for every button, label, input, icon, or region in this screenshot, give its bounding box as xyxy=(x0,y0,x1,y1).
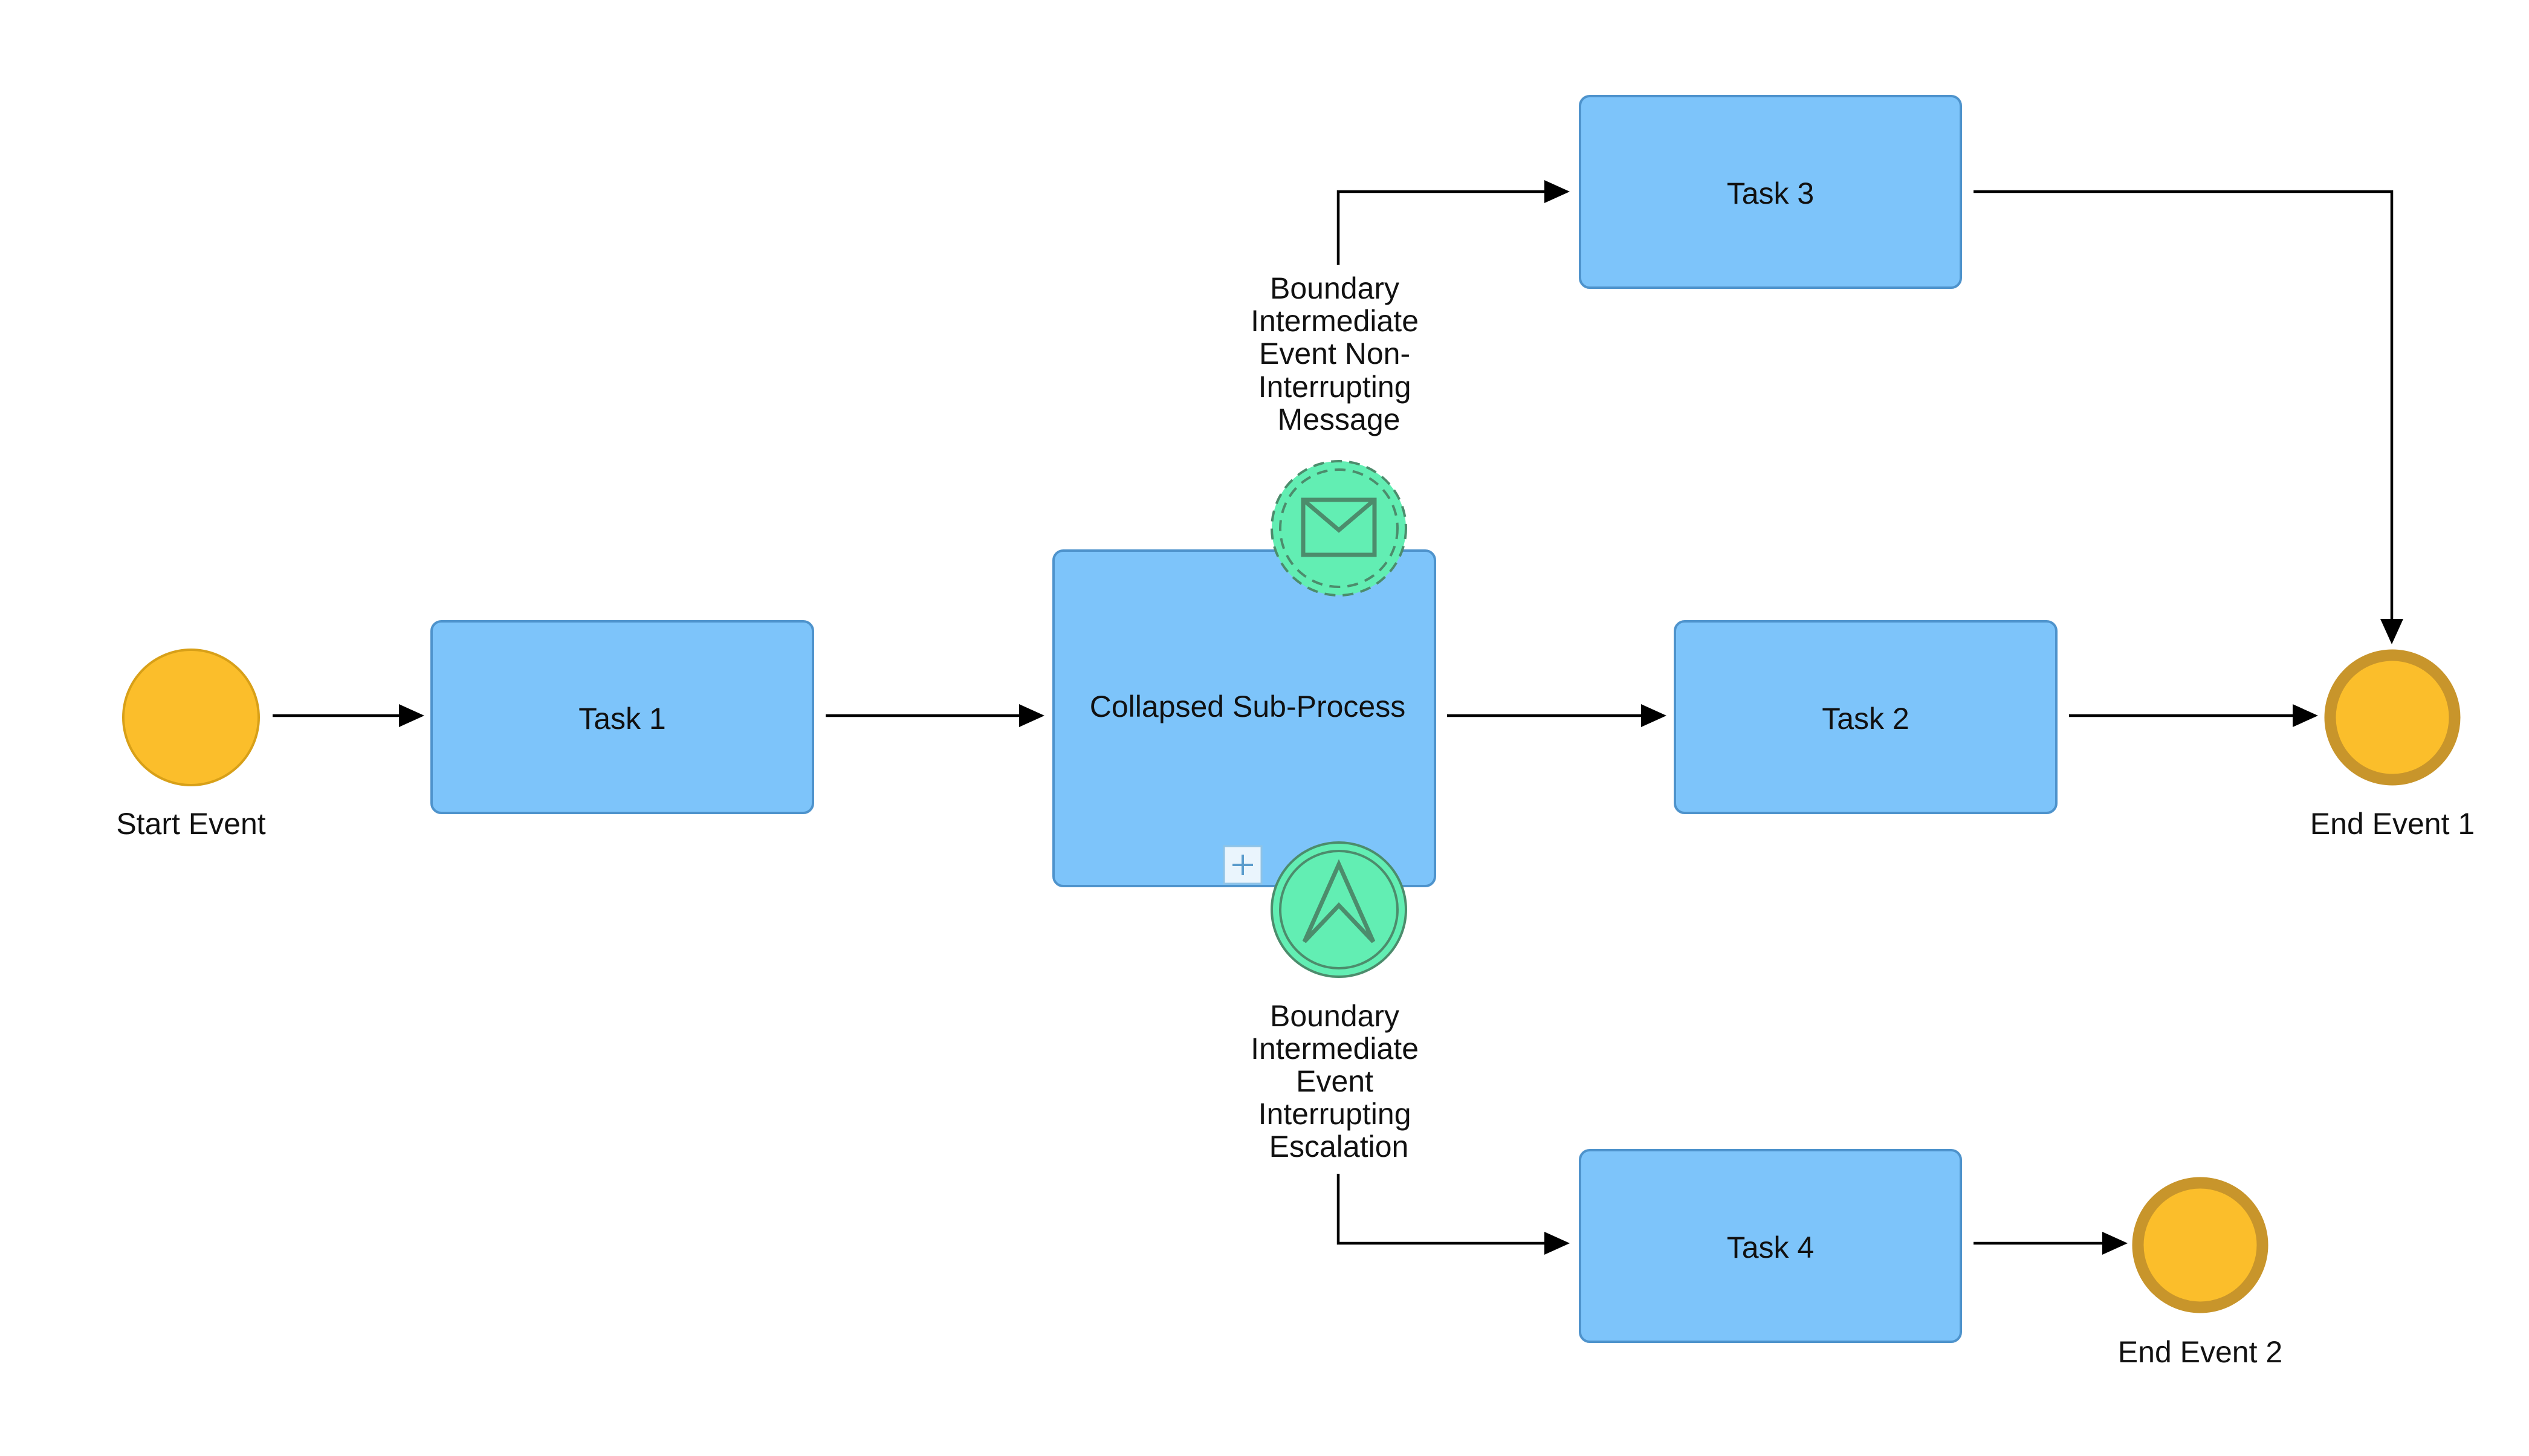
start-event[interactable]: Start Event xyxy=(116,649,266,841)
end-event-1-circle xyxy=(2324,649,2461,786)
escalation-arrow-icon xyxy=(1302,859,1376,943)
task-2-label: Task 2 xyxy=(1822,702,1909,736)
arrowhead xyxy=(2102,1232,2128,1255)
end-event-2-label: End Event 2 xyxy=(2118,1335,2282,1369)
start-event-label: Start Event xyxy=(116,807,265,841)
sequence-flows xyxy=(273,180,2403,1255)
arrowhead xyxy=(1641,704,1666,727)
arrowhead xyxy=(1544,180,1570,203)
task-3[interactable]: Task 3 xyxy=(1579,95,1962,289)
start-event-circle xyxy=(122,649,260,786)
arrowhead xyxy=(1019,704,1044,727)
task-1-shape xyxy=(430,620,814,814)
task-2-shape xyxy=(1674,620,2058,814)
boundary-escalation-inner xyxy=(1279,850,1399,969)
end-event-2[interactable]: End Event 2 xyxy=(2118,1177,2282,1369)
task-1-label: Task 1 xyxy=(578,702,666,736)
flow-boundary-escalation-to-task-4[interactable] xyxy=(1336,1174,1544,1245)
boundary-event-message[interactable]: Boundary Intermediate Event Non- Interru… xyxy=(1251,271,1427,597)
task-4-shape xyxy=(1579,1149,1962,1343)
task-4-label: Task 4 xyxy=(1727,1231,1815,1264)
flow-boundary-message-to-task-3[interactable] xyxy=(1336,190,1544,265)
boundary-message-inner xyxy=(1279,468,1399,588)
envelope-icon xyxy=(1301,497,1377,557)
end-event-1-label: End Event 1 xyxy=(2310,807,2475,841)
arrowhead xyxy=(399,704,424,727)
task-1[interactable]: Task 1 xyxy=(430,620,814,814)
boundary-event-escalation[interactable]: Boundary Intermediate Event Interrupting… xyxy=(1251,841,1427,1163)
boundary-escalation-label: Boundary Intermediate Event Interrupting… xyxy=(1251,999,1427,1163)
arrowhead xyxy=(1544,1232,1570,1255)
boundary-escalation-outer xyxy=(1271,841,1407,978)
end-event-1[interactable]: End Event 1 xyxy=(2310,649,2475,841)
boundary-message-label: Boundary Intermediate Event Non- Interru… xyxy=(1251,271,1427,436)
flow-task-3-to-end-event-1[interactable] xyxy=(1974,190,2394,619)
plus-icon[interactable] xyxy=(1223,845,1263,885)
task-2[interactable]: Task 2 xyxy=(1674,620,2058,814)
task-3-label: Task 3 xyxy=(1727,176,1815,210)
end-event-2-circle xyxy=(2132,1177,2268,1313)
sub-process-shape xyxy=(1052,549,1436,887)
arrowhead xyxy=(2380,619,2403,644)
task-3-shape xyxy=(1579,95,1962,289)
sub-process-label: Collapsed Sub-Process xyxy=(1090,690,1406,723)
collapsed-sub-process[interactable]: Collapsed Sub-Process xyxy=(1052,549,1436,887)
arrowhead xyxy=(2293,704,2318,727)
task-4[interactable]: Task 4 xyxy=(1579,1149,1962,1343)
